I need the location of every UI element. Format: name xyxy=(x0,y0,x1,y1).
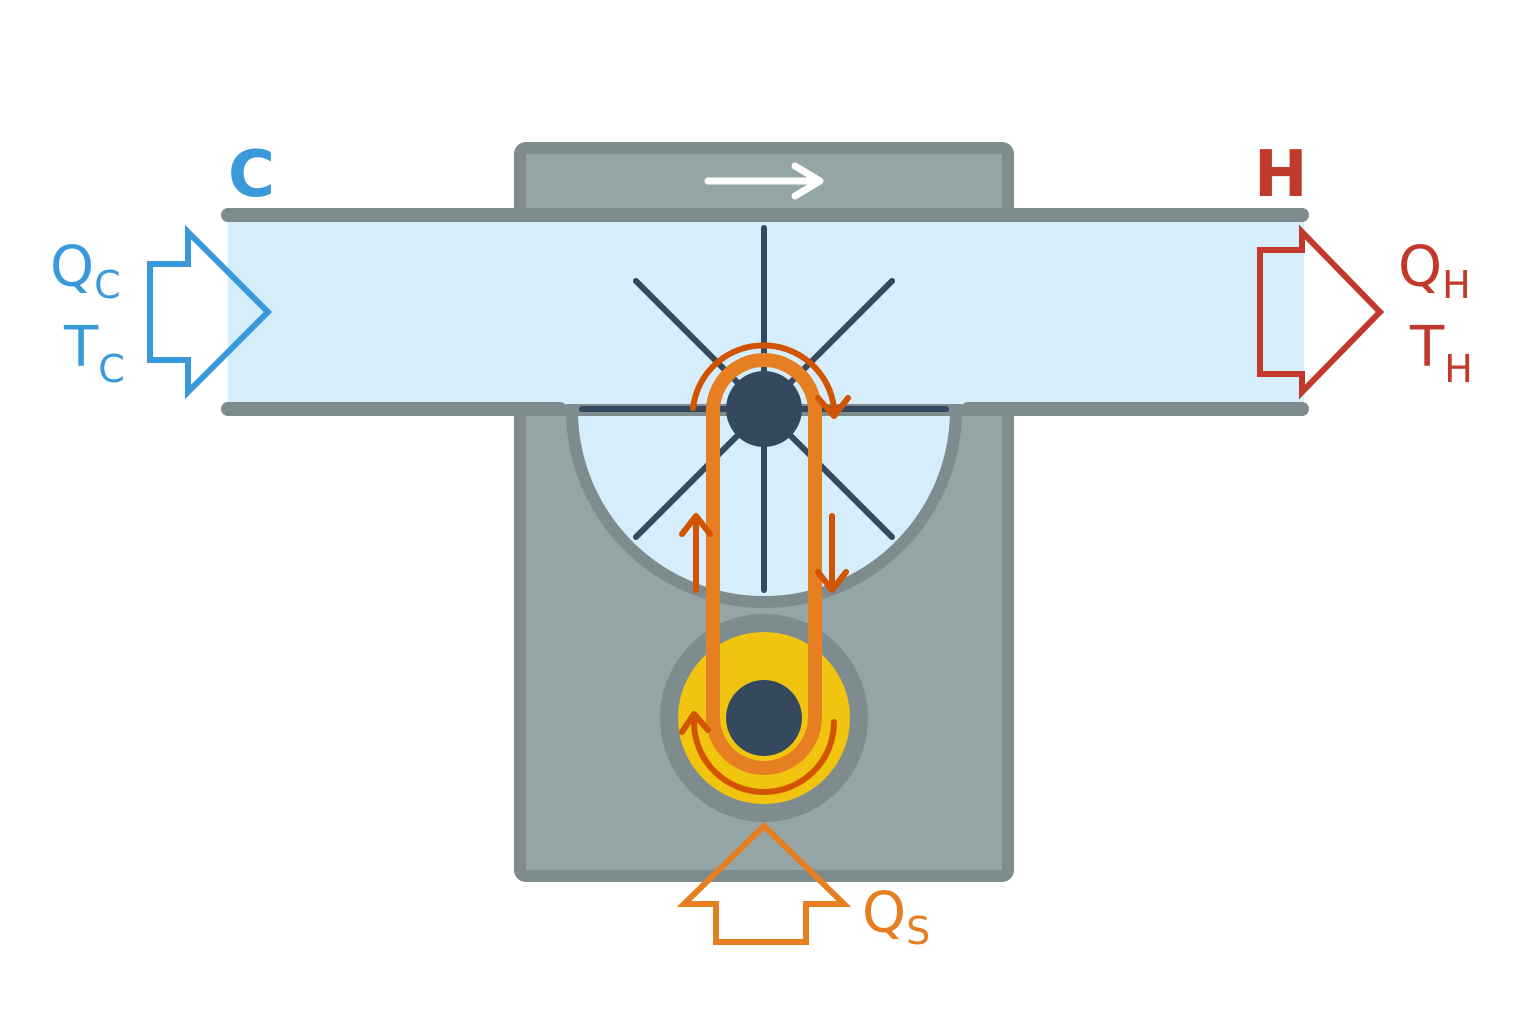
flow-direction-arrow-icon xyxy=(704,162,824,200)
belt-down-arrow-icon xyxy=(815,513,849,593)
cold-inlet-arrow-icon xyxy=(147,224,273,400)
q-source-label: QS xyxy=(862,881,930,953)
pulley-rotation-arrow-icon xyxy=(679,711,837,795)
q-hot-label: QH xyxy=(1398,235,1471,307)
hot-outlet-arrow-icon xyxy=(1257,224,1385,400)
heat-source-arrow-icon xyxy=(676,821,852,945)
rotor-hub xyxy=(726,371,802,447)
belt-up-arrow-icon xyxy=(679,513,713,593)
hot-side-label: H xyxy=(1254,138,1308,212)
pulley-hub xyxy=(726,680,802,756)
q-cold-label: QC xyxy=(50,235,121,307)
t-cold-label: TC xyxy=(63,315,125,391)
rotor-rotation-arrow-icon xyxy=(690,342,851,419)
t-hot-label: TH xyxy=(1409,315,1473,391)
drive-belt xyxy=(706,353,822,775)
cold-side-label: C xyxy=(228,138,275,212)
